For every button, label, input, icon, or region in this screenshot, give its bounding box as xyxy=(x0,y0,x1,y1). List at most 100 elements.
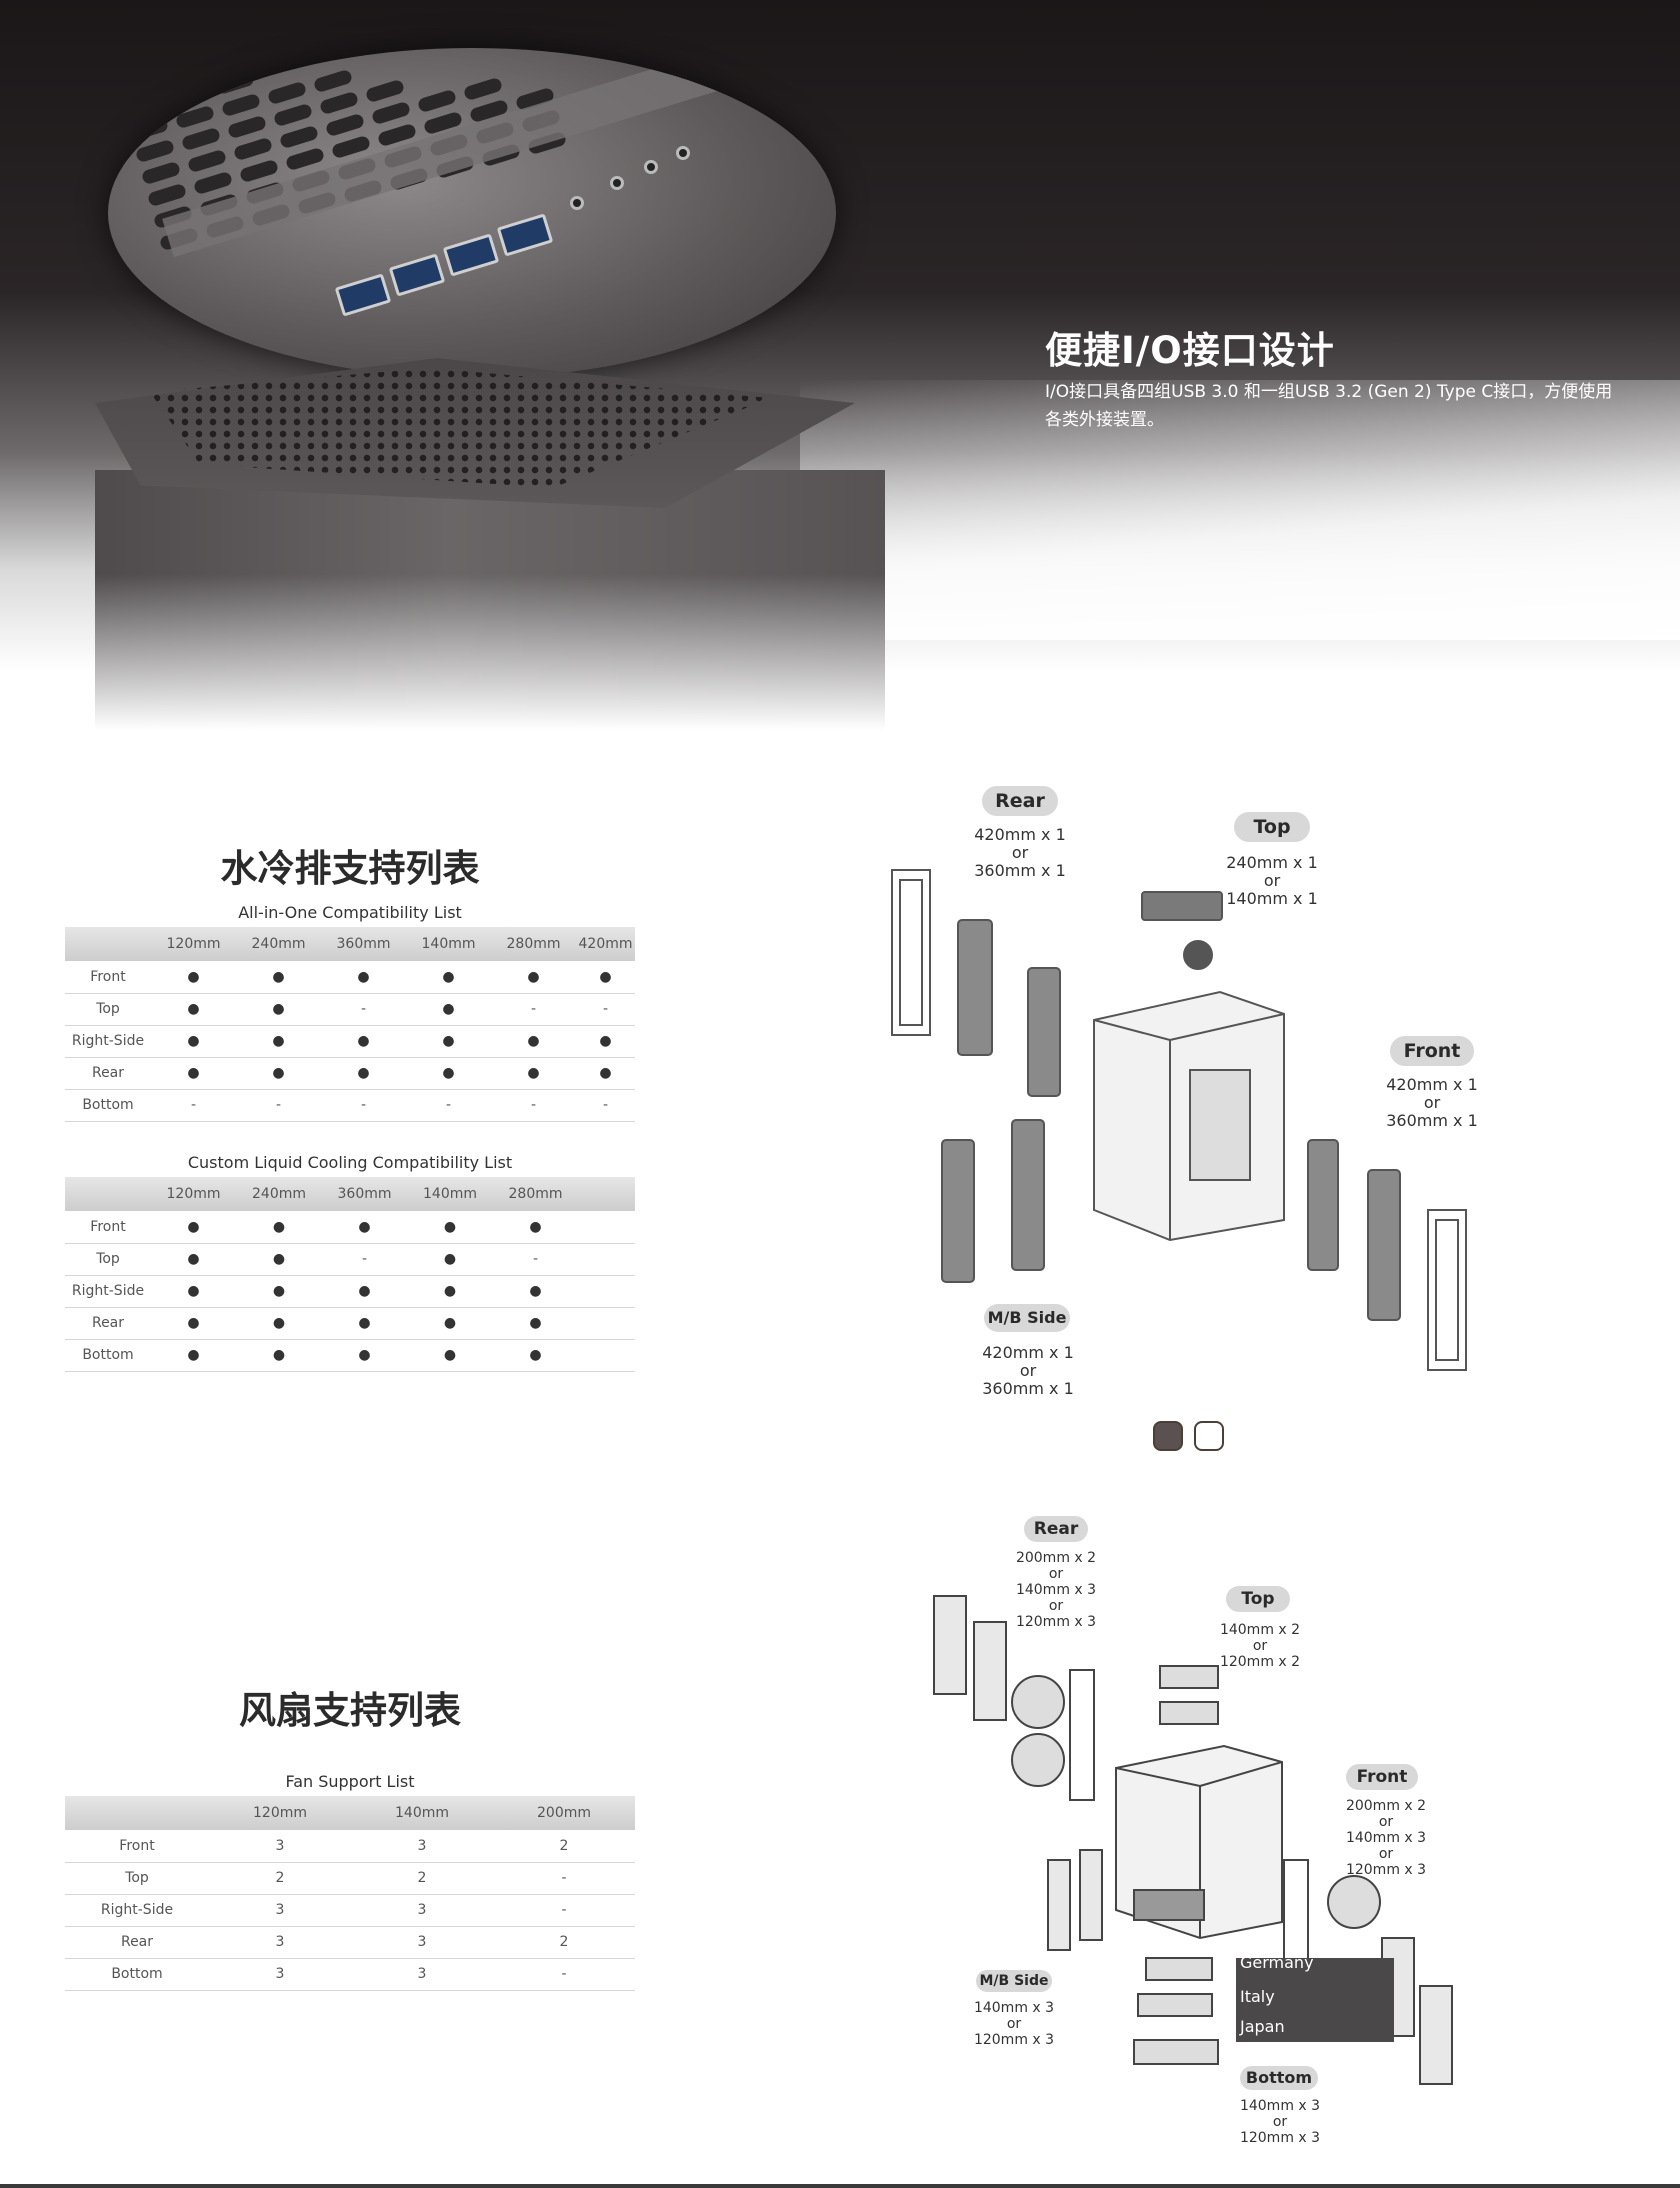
row-label: Front xyxy=(65,1211,151,1244)
table-cell: 3 xyxy=(351,1926,493,1959)
vent-slot xyxy=(370,100,412,126)
fan-rear-dimensions: 200mm x 2 or 140mm x 3 or 120mm x 3 xyxy=(1015,1550,1097,1630)
vent-slot xyxy=(134,138,176,164)
row-label: Top xyxy=(65,1243,151,1276)
usb-port-icon xyxy=(334,273,392,317)
row-label: Bottom xyxy=(65,1089,151,1122)
table-cell: ● xyxy=(236,1025,321,1058)
fan-top-dimensions: 140mm x 2 or 120mm x 2 xyxy=(1219,1622,1301,1670)
row-label: Top xyxy=(65,1862,209,1895)
fan-mounting-diagram: Rear 200mm x 2 or 140mm x 3 or 120mm x 3… xyxy=(920,1510,1480,2150)
column-header xyxy=(578,1177,635,1211)
table-cell: ● xyxy=(236,1211,322,1244)
audio-port-icon xyxy=(610,176,624,190)
fan-front-dimensions: 200mm x 2 or 140mm x 3 or 120mm x 3 xyxy=(1345,1798,1427,1878)
table-row: Rear●●●●● xyxy=(65,1307,635,1340)
vent-slot xyxy=(192,170,234,196)
table-cell: 2 xyxy=(351,1862,493,1895)
table-cell: 3 xyxy=(209,1894,351,1927)
table-cell: - xyxy=(493,1958,635,1991)
vent-slot xyxy=(462,76,504,102)
table-cell: - xyxy=(406,1089,491,1122)
vent-slot xyxy=(278,124,320,150)
radiator-exploded-view xyxy=(891,869,1467,1371)
led-button-icon xyxy=(644,160,658,174)
table-cell: ● xyxy=(406,993,491,1026)
table-cell: ● xyxy=(151,1339,236,1372)
column-header: 280mm xyxy=(491,927,576,961)
usb-c-port-icon xyxy=(570,196,584,210)
vent-slot xyxy=(214,70,256,96)
io-panel-closeup-image xyxy=(108,48,836,378)
table-cell: ● xyxy=(322,1307,407,1340)
table-cell: ● xyxy=(151,993,236,1026)
front-label: Front xyxy=(1390,1036,1474,1066)
country-option-japan[interactable]: Japan xyxy=(1240,2017,1285,2036)
column-header xyxy=(65,1177,151,1211)
column-header: 120mm xyxy=(151,927,236,961)
table-cell: - xyxy=(236,1089,321,1122)
table-cell: ● xyxy=(151,1275,236,1308)
table-row: Top●●-●- xyxy=(65,1243,635,1276)
country-option-italy[interactable]: Italy xyxy=(1240,1987,1275,2006)
radiator-mounting-diagram: Rear 420mm x 1 or 360mm x 1 Top 240mm x … xyxy=(880,770,1500,1410)
table-cell: - xyxy=(321,1089,406,1122)
vent-slot xyxy=(364,78,406,104)
table-cell: ● xyxy=(236,1275,322,1308)
table-cell: ● xyxy=(236,993,321,1026)
table-cell: ● xyxy=(236,961,321,994)
table-cell: ● xyxy=(151,961,236,994)
table-cell: 2 xyxy=(493,1926,635,1959)
vent-slot xyxy=(186,148,228,174)
footer-divider xyxy=(0,2184,1680,2188)
table-cell: ● xyxy=(406,961,491,994)
vent-slot xyxy=(232,136,274,162)
vent-slot xyxy=(128,116,170,142)
column-header: 140mm xyxy=(406,927,491,961)
case-body-image xyxy=(95,470,885,730)
row-label: Bottom xyxy=(65,1339,151,1372)
vent-slot xyxy=(312,68,354,94)
carousel-dot-2[interactable] xyxy=(1194,1421,1224,1451)
table-row: Right-Side●●●●● xyxy=(65,1275,635,1308)
column-header: 360mm xyxy=(322,1177,407,1211)
vent-slot xyxy=(272,102,314,128)
column-header: 120mm xyxy=(209,1796,351,1830)
country-dropdown-list[interactable]: Germany Italy Japan xyxy=(1236,1958,1394,2042)
vent-slot xyxy=(116,72,158,98)
rear-label: Rear xyxy=(982,786,1058,816)
table-cell: ● xyxy=(406,1057,491,1090)
table-cell: - xyxy=(491,1089,576,1122)
table-cell: 2 xyxy=(209,1862,351,1895)
table-cell: 3 xyxy=(351,1830,493,1863)
table-cell xyxy=(578,1275,635,1308)
table-cell: ● xyxy=(236,1339,322,1372)
top-label: Top xyxy=(1234,812,1310,842)
fan-mb-side-dimensions: 140mm x 3 or 120mm x 3 xyxy=(973,2000,1055,2048)
table-cell: ● xyxy=(576,1057,635,1090)
table-cell: - xyxy=(493,1894,635,1927)
table-cell xyxy=(578,1243,635,1276)
fan-front-label: Front xyxy=(1346,1764,1418,1790)
table-cell: 3 xyxy=(209,1958,351,1991)
table-row: Bottom●●●●● xyxy=(65,1339,635,1372)
table-cell: ● xyxy=(322,1211,407,1244)
custom-table-caption: Custom Liquid Cooling Compatibility List xyxy=(187,1153,513,1172)
table-cell: ● xyxy=(321,1057,406,1090)
column-header: 240mm xyxy=(236,927,321,961)
table-cell xyxy=(578,1211,635,1244)
carousel-dot-1[interactable] xyxy=(1153,1421,1183,1451)
country-option-germany[interactable]: Germany xyxy=(1240,1958,1314,1972)
fan-mb-side-label: M/B Side xyxy=(976,1970,1052,1992)
table-cell: 3 xyxy=(351,1958,493,1991)
vent-slot xyxy=(416,88,458,114)
table-cell: ● xyxy=(406,1025,491,1058)
table-cell: ● xyxy=(236,1057,321,1090)
